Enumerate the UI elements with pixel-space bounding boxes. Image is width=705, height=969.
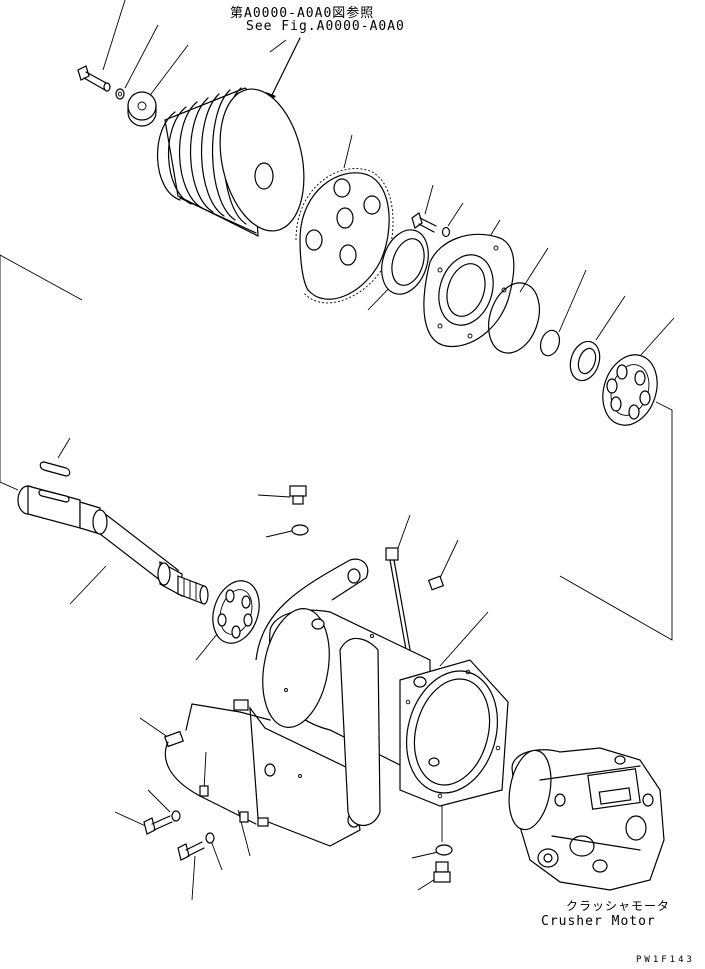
washer-lower-2 xyxy=(205,832,215,844)
shaft xyxy=(17,485,209,605)
reference-label-jp: 第A0000-A0A0図参照 xyxy=(230,6,375,21)
figure-code: PW1F143 xyxy=(636,955,695,965)
washer-lower-1 xyxy=(171,810,181,822)
assembly-boundary xyxy=(0,254,673,641)
plug-small xyxy=(427,575,445,591)
plug-top xyxy=(289,485,307,505)
roller-bearing-right xyxy=(602,354,658,426)
cover-plate xyxy=(423,233,515,348)
reference-arrow xyxy=(266,37,301,104)
o-ring-small xyxy=(539,329,561,357)
sprocket xyxy=(295,168,394,304)
plug-bottom xyxy=(433,861,451,883)
bolt-middle xyxy=(411,212,437,233)
seal-small xyxy=(569,340,601,382)
bolt-top-left xyxy=(77,65,111,92)
bolt-lower-2 xyxy=(177,841,205,861)
washer-top-left xyxy=(115,88,125,100)
oil-seal xyxy=(381,229,429,295)
washer-middle xyxy=(441,226,451,238)
crusher-motor xyxy=(508,747,665,891)
gasket-bottom xyxy=(435,844,453,856)
motor-label-en: Crusher Motor xyxy=(541,914,656,929)
spacer-top-left xyxy=(127,91,157,127)
roller-bearing-left xyxy=(212,580,260,644)
reference-label-en: See Fig.A0000-A0A0 xyxy=(246,19,405,34)
sensor-harness xyxy=(164,699,271,827)
gasket-top xyxy=(291,524,309,536)
motor-label-jp: クラッシャモータ xyxy=(566,899,671,913)
leader-lines xyxy=(57,0,675,901)
key xyxy=(39,461,71,477)
o-ring-large xyxy=(488,282,540,354)
bolt-lower-1 xyxy=(143,815,173,835)
drum xyxy=(156,87,305,237)
housing xyxy=(249,558,509,847)
